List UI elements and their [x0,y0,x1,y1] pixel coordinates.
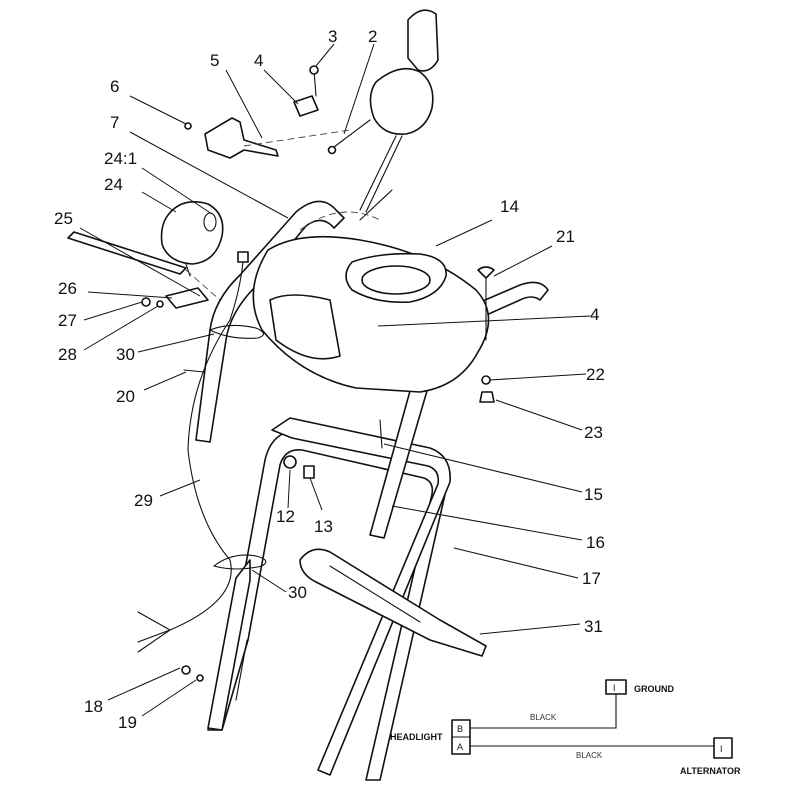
alternator-label: ALTERNATOR [680,766,741,776]
callout-12: 12 [276,507,295,526]
callout-22: 22 [586,365,605,384]
callout-21: 21 [556,227,575,246]
cable-clips [208,324,267,570]
leader-lines [79,43,591,717]
callout-25: 25 [54,209,73,228]
wire-harness [137,251,249,653]
callout-30-upper: 30 [116,345,135,364]
callout-28: 28 [58,345,77,364]
wire-label-bottom: BLACK [576,751,603,760]
ground-terminal-mark: I [613,683,616,693]
fasteners [181,266,495,682]
callout-14: 14 [500,197,519,216]
callout-17: 17 [582,569,601,588]
headlight-label: HEADLIGHT [390,732,443,742]
callout-29: 29 [134,491,153,510]
wire-label-top: BLACK [530,713,557,722]
callout-7: 7 [110,113,119,132]
callout-23: 23 [584,423,603,442]
ground-label: GROUND [634,684,674,694]
callout-30-lower: 30 [288,583,307,602]
callout-labels: 3 2 5 4 6 7 24:1 24 25 14 21 26 27 28 30… [54,27,605,732]
terminal-b-label: B [457,724,463,734]
callout-31: 31 [584,617,603,636]
shift-rod [184,65,371,159]
control-panel [252,211,490,393]
terminal-a-label: A [457,742,463,752]
callout-27: 27 [58,311,77,330]
callout-3: 3 [328,27,337,46]
callout-6: 6 [110,77,119,96]
callout-4-lower: 4 [590,305,599,324]
callout-18: 18 [84,697,103,716]
callout-4: 4 [254,51,263,70]
callout-5: 5 [210,51,219,70]
headlight [67,201,224,301]
headlight-bracket [141,287,209,309]
callout-26: 26 [58,279,77,298]
alternator-terminal-mark: I [720,744,723,754]
shift-knob-assembly [359,9,439,221]
callout-24: 24 [104,175,123,194]
callout-20: 20 [116,387,135,406]
handle-grip [299,548,487,657]
wiring-schematic: B A HEADLIGHT I GROUND BLACK I BLACK ALT… [390,679,741,776]
callout-2: 2 [368,27,377,46]
callout-16: 16 [586,533,605,552]
lower-handle-rear [207,417,451,776]
callout-13: 13 [314,517,333,536]
callout-19: 19 [118,713,137,732]
callout-15: 15 [584,485,603,504]
callout-24-1: 24:1 [104,149,137,168]
